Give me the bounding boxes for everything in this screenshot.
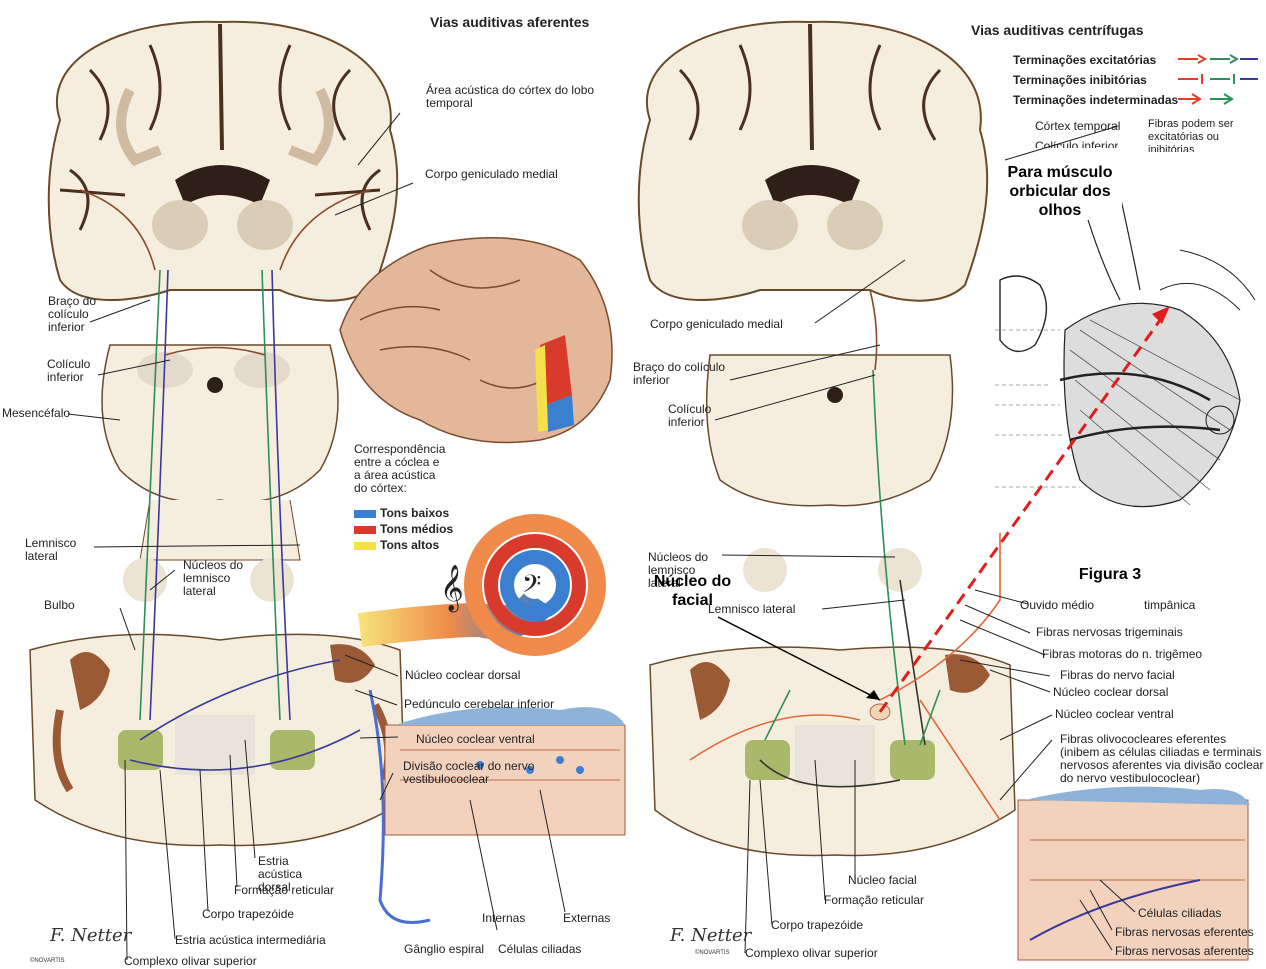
label-celulas-right: Células ciliadas [1138,907,1221,920]
label-externas: Externas [563,912,610,925]
annotation-para-musculo: Para músculo orbicular dos olhos [998,163,1122,220]
label-olivar-left: Complexo olivar superior [124,955,257,968]
label-nucleo-facial-small: Núcleo facial [848,874,917,887]
label-coliculo-cut: Colículo inferior [1035,140,1118,148]
label-braco-left: Braço do colículo inferior [48,295,118,334]
netter-signature-left: F. Netter [50,925,131,946]
legend-indeterminadas: Terminações indeterminadas [1013,93,1178,107]
label-internas: Internas [482,912,525,925]
treble-clef-icon: 𝄞 [440,565,464,611]
label-formacao-right: Formação reticular [824,894,924,907]
right-brain-coronal [639,22,987,301]
label-estria-intermediaria: Estria acústica intermediária [175,934,326,947]
label-formacao-left: Formação reticular [234,884,334,897]
legend-label: Tons médios [380,522,453,536]
label-coclear-dorsal-right: Núcleo coclear dorsal [1053,686,1168,699]
label-corpo-geniculado-left: Corpo geniculado medial [425,168,558,181]
legend-inibitorias: Terminações inibitórias [1013,73,1147,87]
legend-swatch-blue [354,510,376,518]
label-cortex-temporal: Córtex temporal [1035,120,1120,133]
bass-clef-icon: 𝄢 [522,570,541,605]
legend-tons-baixos: Tons baixos [354,506,449,520]
label-divisao: Divisão coclear do nervo vestibulococlea… [403,760,603,786]
left-brain-coronal [49,22,397,301]
label-nervo-facial: Fibras do nervo facial [1060,669,1175,682]
label-trapezoide-right: Corpo trapezóide [771,919,863,932]
label-fibras-podem: Fibras podem ser excitatórias ou inibitó… [1148,118,1243,152]
label-olivar-right: Complexo olivar superior [745,947,878,960]
label-ouvido: Ouvido médio [1020,599,1094,612]
label-trigeminais: Fibras nervosas trigeminais [1036,626,1183,639]
label-peduncolo: Pedúnculo cerebelar inferior [404,698,554,711]
left-title: Vias auditivas aferentes [430,14,589,30]
legend-label: Tons baixos [380,506,449,520]
legend-swatch-yellow [354,542,376,550]
label-coclear-dorsal-left: Núcleo coclear dorsal [405,669,520,682]
label-ganglio: Gânglio espiral [404,943,484,956]
annotation-nucleo-do-facial: Núcleo do facial [640,572,745,610]
label-celulas-left: Células ciliadas [498,943,581,956]
publisher-left: ©NOVARTIS [30,958,65,964]
label-coliculo-left: Colículo inferior [47,358,117,384]
legend-label: Tons altos [380,538,439,552]
label-motoras: Fibras motoras do n. trigêmeo [1042,648,1202,661]
label-correspondencia: Correspondência entre a cóclea e a área … [354,443,449,495]
face-muscle-inset [995,188,1263,533]
label-nucleos-lemnisco-left: Núcleos do lemnisco lateral [183,559,263,598]
label-trapezoide-left: Corpo trapezóide [202,908,294,921]
label-timpanica: timpânica [1144,599,1195,612]
label-coliculo-right: Colículo inferior [668,403,728,429]
right-title: Vias auditivas centrífugas [971,22,1143,38]
legend-tons-altos: Tons altos [354,538,439,552]
netter-signature-right: F. Netter [670,925,751,946]
label-bulbo: Bulbo [44,599,75,612]
annotation-figura-3: Figura 3 [1060,565,1160,584]
right-legend-arrows [1178,55,1258,104]
label-mesencefalo: Mesencéfalo [2,407,70,420]
legend-excitatorias: Terminações excitatórias [1013,53,1156,67]
label-area-acustica: Área acústica do córtex do lobo temporal [426,84,606,110]
label-coclear-ventral-right: Núcleo coclear ventral [1055,708,1174,721]
legend-tons-medios: Tons médios [354,522,453,536]
label-eferentes: Fibras nervosas eferentes [1115,926,1254,939]
label-coclear-ventral-left: Núcleo coclear ventral [416,733,535,746]
label-corpo-geniculado-right: Corpo geniculado medial [650,318,783,331]
legend-swatch-red [354,526,376,534]
label-olivococleares: Fibras olivococleares eferentes (inibem … [1060,733,1265,785]
publisher-right: ©NOVARTIS [695,950,730,956]
label-aferentes: Fibras nervosas aferentes [1115,945,1254,958]
label-lemnisco-left: Lemnisco lateral [25,537,100,563]
label-braco-right: Braço do colículo inferior [633,361,733,387]
